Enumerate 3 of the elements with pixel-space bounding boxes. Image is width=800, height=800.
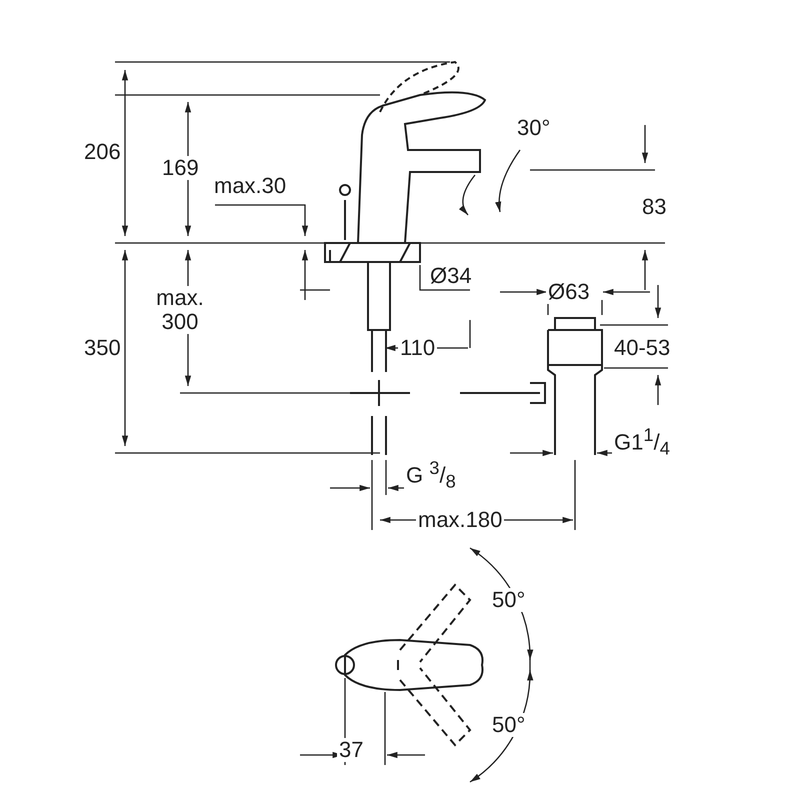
dimension-label: 37	[337, 738, 366, 762]
dimension-label: Ø63	[546, 280, 592, 304]
dimension-label: 50°	[490, 713, 528, 737]
